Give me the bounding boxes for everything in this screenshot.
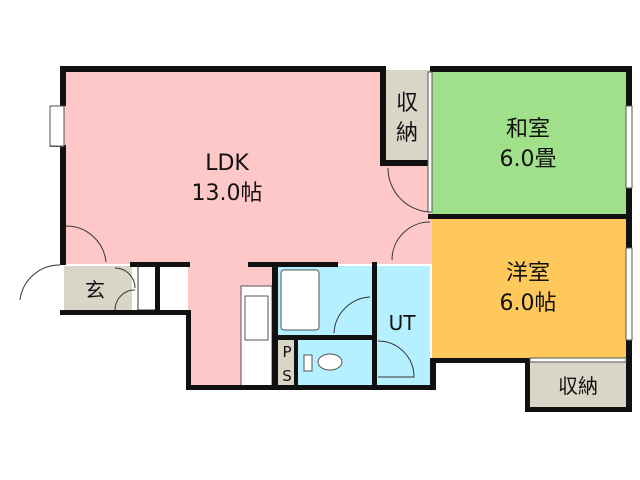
entrance-label: 玄 xyxy=(85,278,105,302)
entrance xyxy=(64,266,132,310)
youshitsu-size: 6.0帖 xyxy=(500,291,557,316)
ldk-size: 13.0帖 xyxy=(192,181,263,206)
washitsu-size: 6.0畳 xyxy=(500,147,557,172)
utility-room xyxy=(376,266,430,386)
washitsu-name: 和室 xyxy=(506,117,550,142)
windows xyxy=(49,71,633,363)
ps-label-2: S xyxy=(282,367,292,385)
door-swings xyxy=(19,167,431,378)
youshitsu-name: 洋室 xyxy=(506,261,550,286)
storage-top-label-2: 納 xyxy=(396,121,418,146)
storage-bottom xyxy=(530,362,628,408)
ps-shaft xyxy=(278,340,298,386)
storage-bottom-label: 収納 xyxy=(558,374,598,398)
shoe-box xyxy=(137,265,157,311)
toilet xyxy=(317,353,343,371)
bathtub xyxy=(280,269,320,331)
ps-label-1: P xyxy=(282,343,291,361)
walls xyxy=(60,66,632,412)
washitsu-room xyxy=(432,70,628,216)
utility-label: UT xyxy=(389,311,417,335)
ldk-name: LDK xyxy=(205,151,249,176)
storage-top xyxy=(384,70,430,163)
storage-top-label-1: 収 xyxy=(396,91,418,116)
youshitsu-room xyxy=(432,218,628,360)
